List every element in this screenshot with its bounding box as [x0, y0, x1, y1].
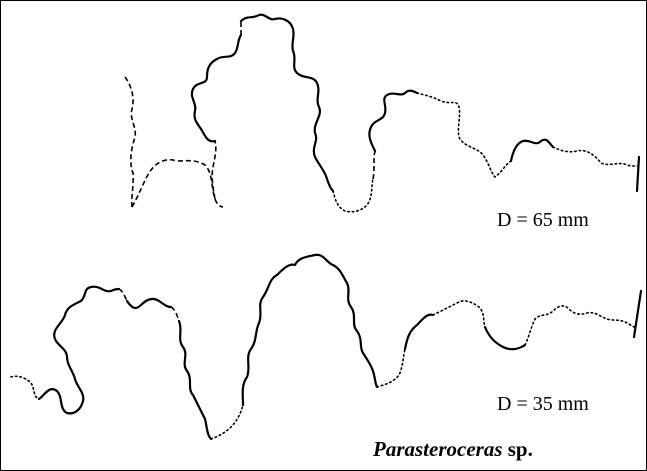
suture-line-35mm: [10, 253, 643, 441]
taxon-caption: Parasteroceras sp.: [373, 437, 533, 462]
suture-65-second-saddle: [368, 89, 419, 153]
suture-35-tail-dotted: [524, 305, 636, 346]
suture-35-main-saddle: [241, 253, 379, 407]
suture-35-fourth-dotted: [432, 300, 486, 328]
genus-name: Parasteroceras: [373, 437, 503, 461]
suture-65-end-bar: [635, 155, 641, 193]
suture-35-first-saddle: [125, 297, 173, 310]
suture-65-main-saddle: [239, 13, 335, 193]
suture-35-second-lobe-dotted: [210, 404, 244, 440]
suture-65-tail-dotted: [552, 146, 642, 168]
diameter-label-65mm: D = 65 mm: [497, 209, 589, 231]
suture-65-second-saddle-dash: [372, 150, 376, 180]
suture-35-third-lobe-dotted: [376, 348, 406, 388]
suture-35-first-saddle-dash: [118, 288, 128, 302]
diameter-label-35mm: D = 35 mm: [497, 393, 589, 415]
suture-65-left-dashed-lobe: [124, 76, 224, 208]
suture-line-65mm: [124, 13, 642, 213]
suture-65-third-saddle-dotted: [416, 92, 512, 179]
suture-35-end-bar: [632, 289, 643, 339]
suture-35-first-lobe: [37, 285, 121, 415]
species-suffix: sp.: [502, 437, 533, 461]
suture-35-third-saddle: [403, 313, 435, 351]
suture-65-saddle-dashed: [211, 140, 217, 200]
suture-65-fourth-saddle: [509, 138, 555, 163]
suture-65-first-saddle: [190, 33, 243, 143]
suture-35-fourth-lobe: [483, 325, 527, 351]
suture-65-first-lobe-dotted: [332, 178, 374, 213]
suture-35-second-lobe: [177, 319, 213, 441]
suture-35-second-dash: [170, 306, 180, 322]
suture-35-start-dotted: [10, 375, 40, 400]
